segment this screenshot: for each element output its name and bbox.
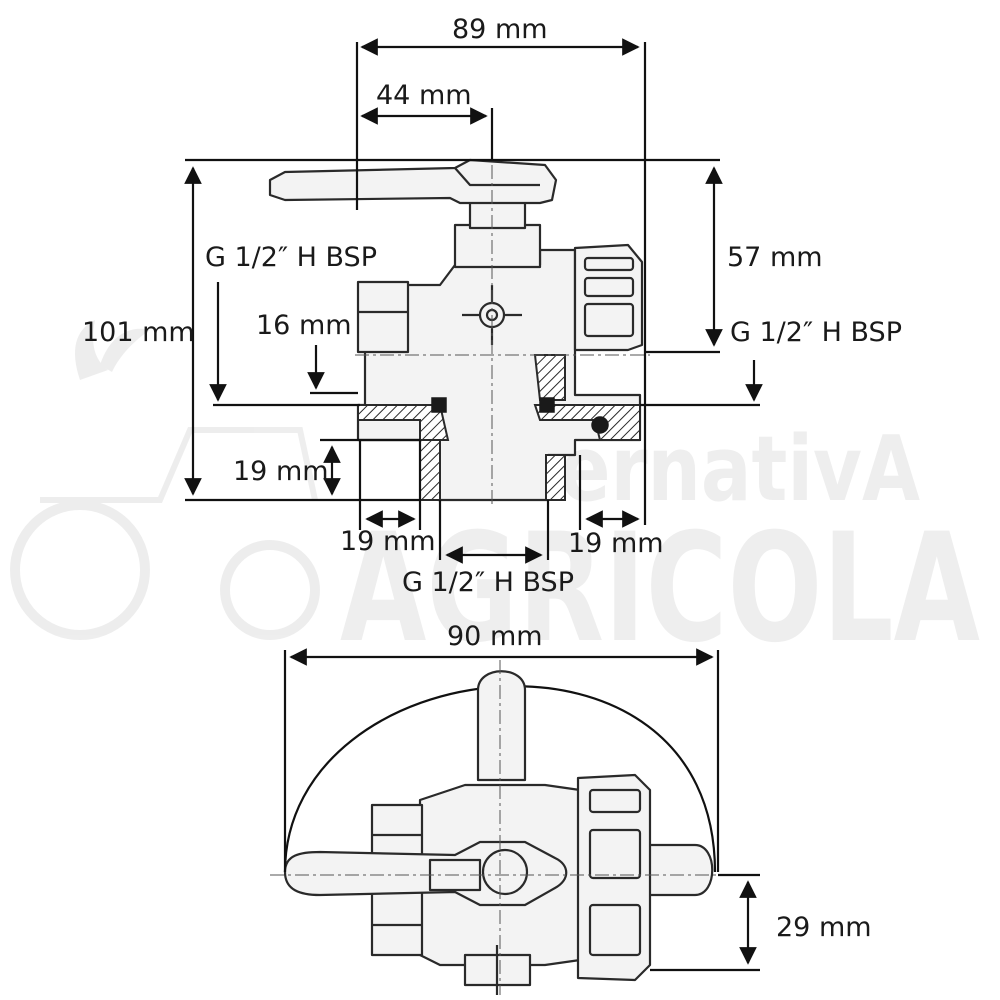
dim-upper-height: 57 mm — [727, 242, 823, 273]
handle-ghost-right — [638, 843, 714, 897]
handle-ghost-vertical — [476, 670, 527, 782]
valve-top-view — [270, 660, 740, 995]
dim-bottom-offset: 29 mm — [776, 912, 872, 943]
dimension-labels: 89 mm 44 mm 101 mm 57 mm G 1/2″ H BSP G … — [82, 14, 902, 943]
valve-handle — [268, 158, 558, 205]
valve-neck — [453, 223, 542, 269]
bottom-port-right — [545, 454, 566, 501]
dim-thread-bottom: G 1/2″ H BSP — [402, 567, 574, 598]
bottom-port-left — [419, 439, 441, 501]
dim-handle-sweep: 90 mm — [447, 621, 543, 652]
dim-thread-right: G 1/2″ H BSP — [730, 317, 902, 348]
valve-side-view — [268, 140, 650, 505]
o-ring — [591, 416, 609, 434]
dimension-lines — [184, 38, 763, 972]
dim-overall-width: 89 mm — [452, 14, 548, 45]
dim-thread-depth: 16 mm — [256, 310, 352, 341]
left-port-nut — [356, 280, 410, 354]
watermark-line2: AGRICOLA — [340, 502, 980, 676]
section-wedge — [533, 354, 566, 401]
dim-bottom-port-height: 19 mm — [233, 456, 329, 487]
dim-handle-offset: 44 mm — [376, 80, 472, 111]
dim-right-port-width: 19 mm — [568, 528, 664, 559]
valve-stem — [468, 198, 527, 230]
dim-left-port-width: 19 mm — [340, 526, 436, 557]
dim-overall-height: 101 mm — [82, 317, 195, 348]
dim-thread-left: G 1/2″ H BSP — [205, 242, 377, 273]
